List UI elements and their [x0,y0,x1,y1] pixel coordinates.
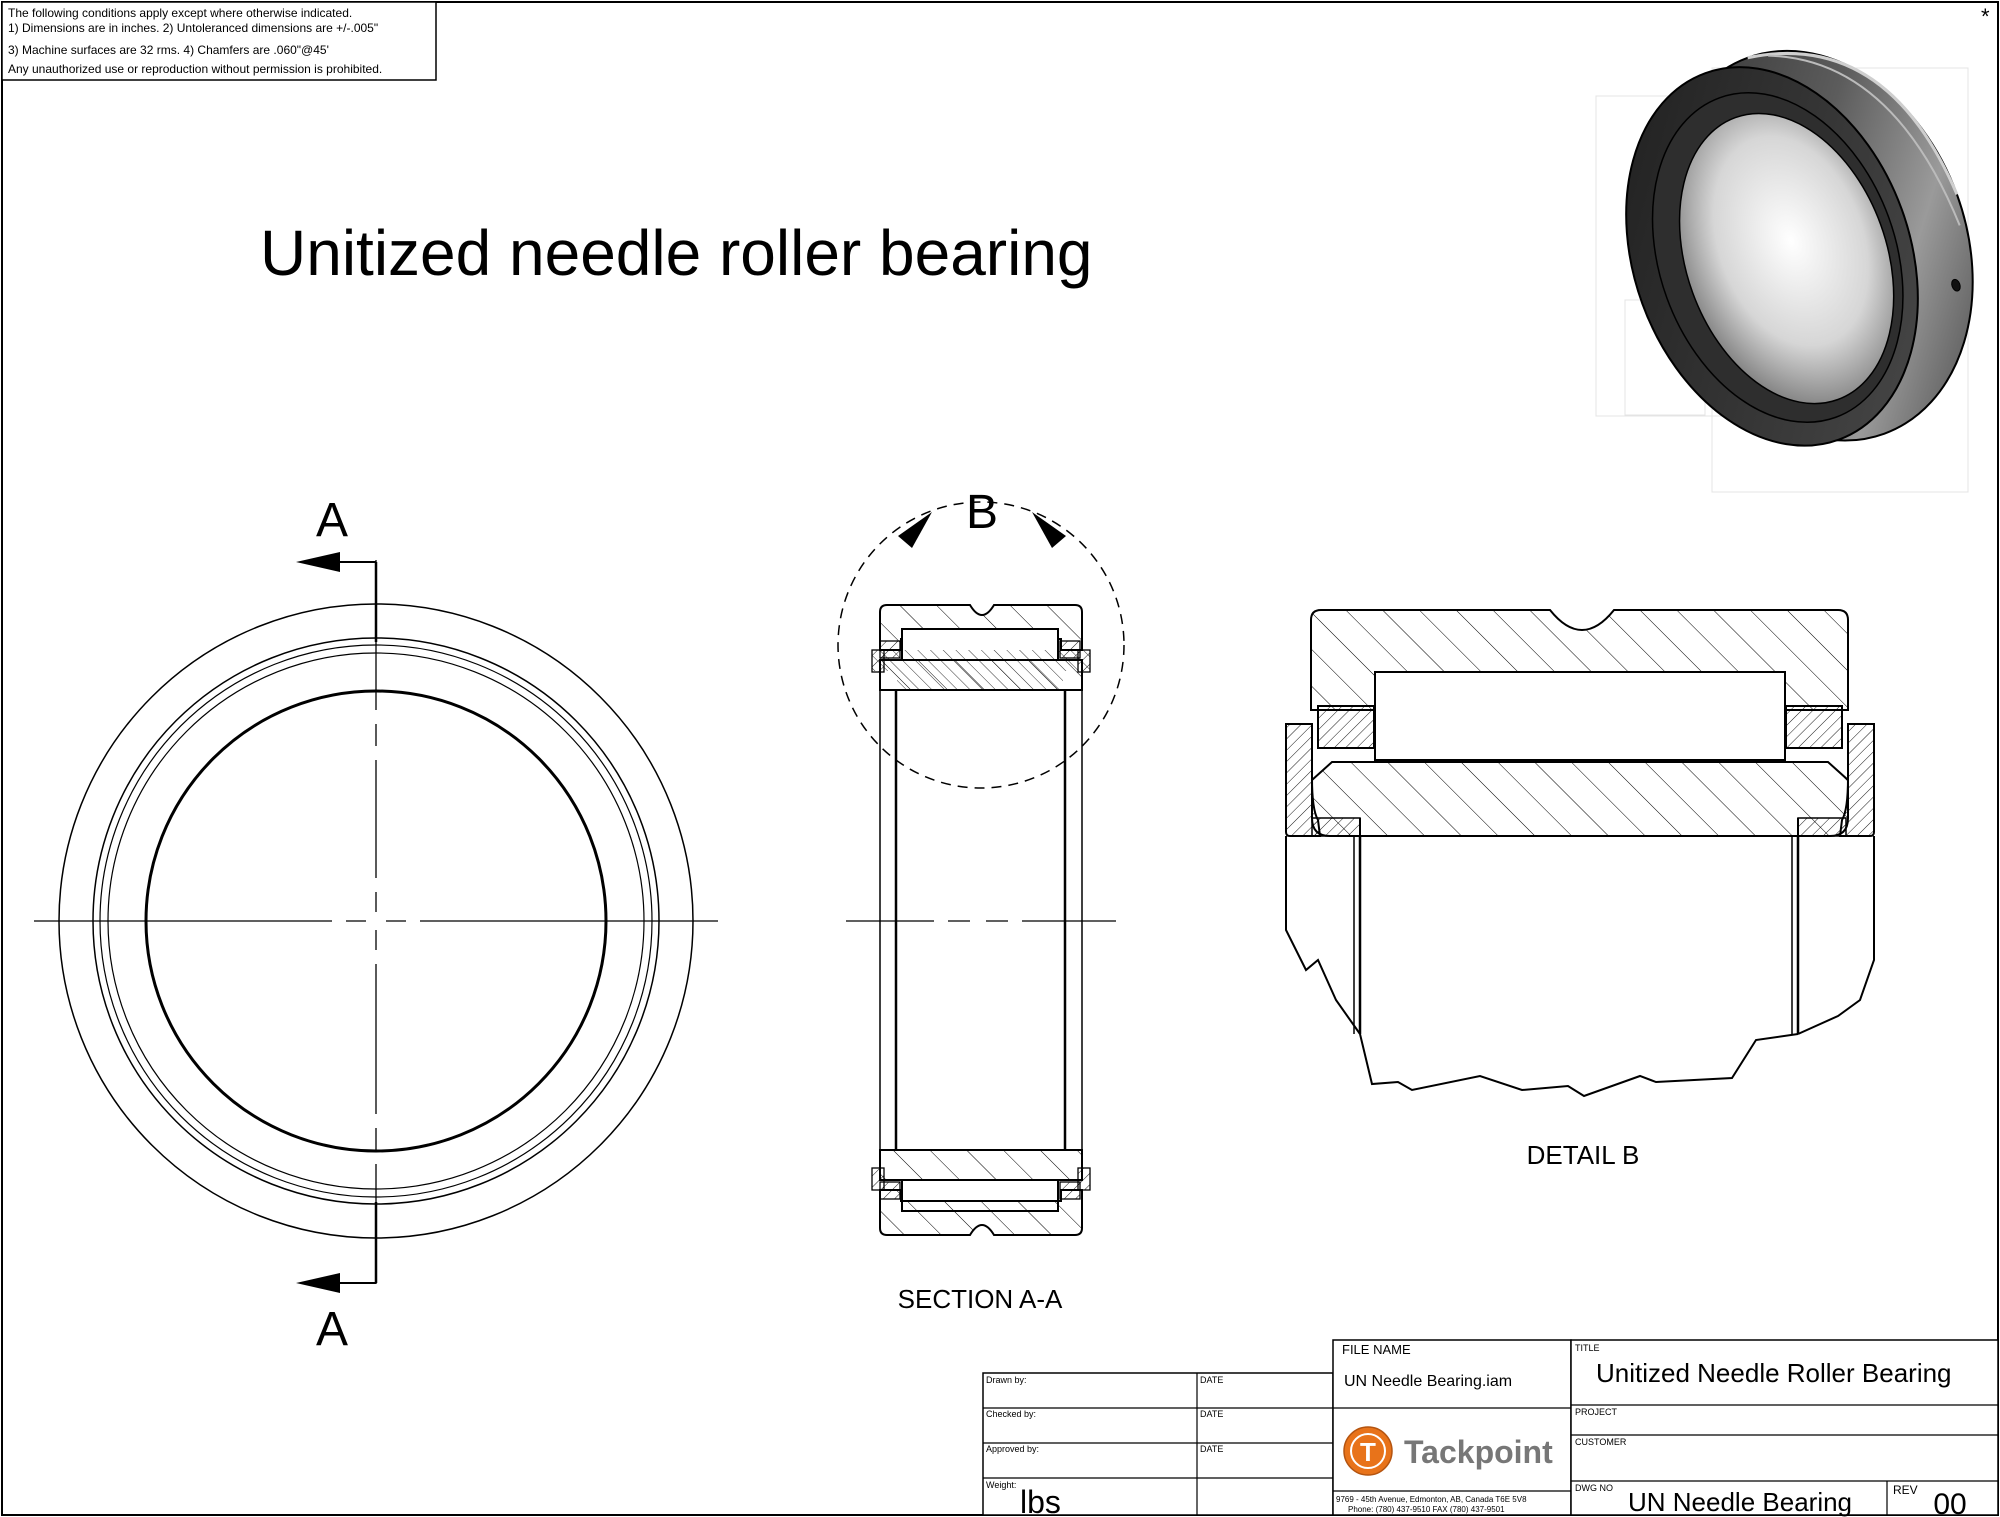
front-view: A A [34,494,718,1356]
detail-needle-roller [1374,671,1786,761]
title-value: Unitized Needle Roller Bearing [1596,1358,1952,1388]
detail-label: DETAIL B [1527,1140,1640,1170]
title-block: Drawn by: Checked by: Approved by: Weigh… [982,1339,1999,1517]
section-arrow-bottom [296,1273,340,1293]
section-letter-bottom: A [316,1303,348,1356]
notes-box [1,1,437,81]
company-address: 9769 - 45th Avenue, Edmonton, AB, Canada… [1336,1495,1527,1504]
notes-line-1: The following conditions apply except wh… [8,6,352,20]
checked-date-label: DATE [1200,1409,1223,1419]
section-view: B SECTION A-A [837,486,1125,1314]
checked-by-label: Checked by: [986,1409,1036,1419]
detail-letter: B [966,486,998,539]
company-phone: Phone: (780) 437-9510 FAX (780) 437-9501 [1348,1505,1505,1514]
approved-date-label: DATE [1200,1444,1223,1454]
weight-unit: lbs [1020,1484,1061,1517]
isometric-view [1595,49,1974,493]
detail-outer-ring [1310,609,1849,711]
project-label: PROJECT [1575,1407,1618,1417]
bearing-bore [1678,112,1895,405]
tackpoint-logo: T Tackpoint [1343,1426,1553,1476]
rev-value: 00 [1933,1488,1966,1517]
company-name: Tackpoint [1404,1434,1553,1470]
dwg-no-label: DWG NO [1575,1483,1613,1493]
detail-break-line [1359,1033,1799,1098]
detail-circle [837,501,1125,789]
section-letter-top: A [316,494,348,547]
notes-line-4: Any unauthorized use or reproduction wit… [8,62,382,76]
drawn-date-label: DATE [1200,1375,1223,1385]
detail-arrow-right [1032,512,1066,548]
detail-arrow-left [898,512,932,548]
title-label: TITLE [1575,1343,1600,1353]
customer-label: CUSTOMER [1575,1437,1627,1447]
weight-label: Weight: [986,1480,1016,1490]
approved-by-label: Approved by: [986,1444,1039,1454]
general-notes: The following conditions apply except wh… [1,1,437,81]
notes-line-3: 3) Machine surfaces are 32 rms. 4) Chamf… [8,43,329,57]
rev-label: REV [1893,1483,1918,1497]
drawn-by-label: Drawn by: [986,1375,1027,1385]
detail-view: DETAIL B [1285,609,1875,1170]
section-label: SECTION A-A [898,1284,1063,1314]
corner-mark: * [1981,4,1990,29]
logo-letter: T [1360,1437,1376,1467]
file-name-label: FILE NAME [1342,1342,1411,1357]
dwg-no-value: UN Needle Bearing [1628,1487,1852,1517]
section-arrow-top [296,552,340,572]
drawing-title: Unitized needle roller bearing [260,217,1093,289]
notes-line-2: 1) Dimensions are in inches. 2) Untolera… [8,21,378,35]
file-name: UN Needle Bearing.iam [1344,1373,1512,1390]
detail-inner-ring [1311,761,1849,837]
